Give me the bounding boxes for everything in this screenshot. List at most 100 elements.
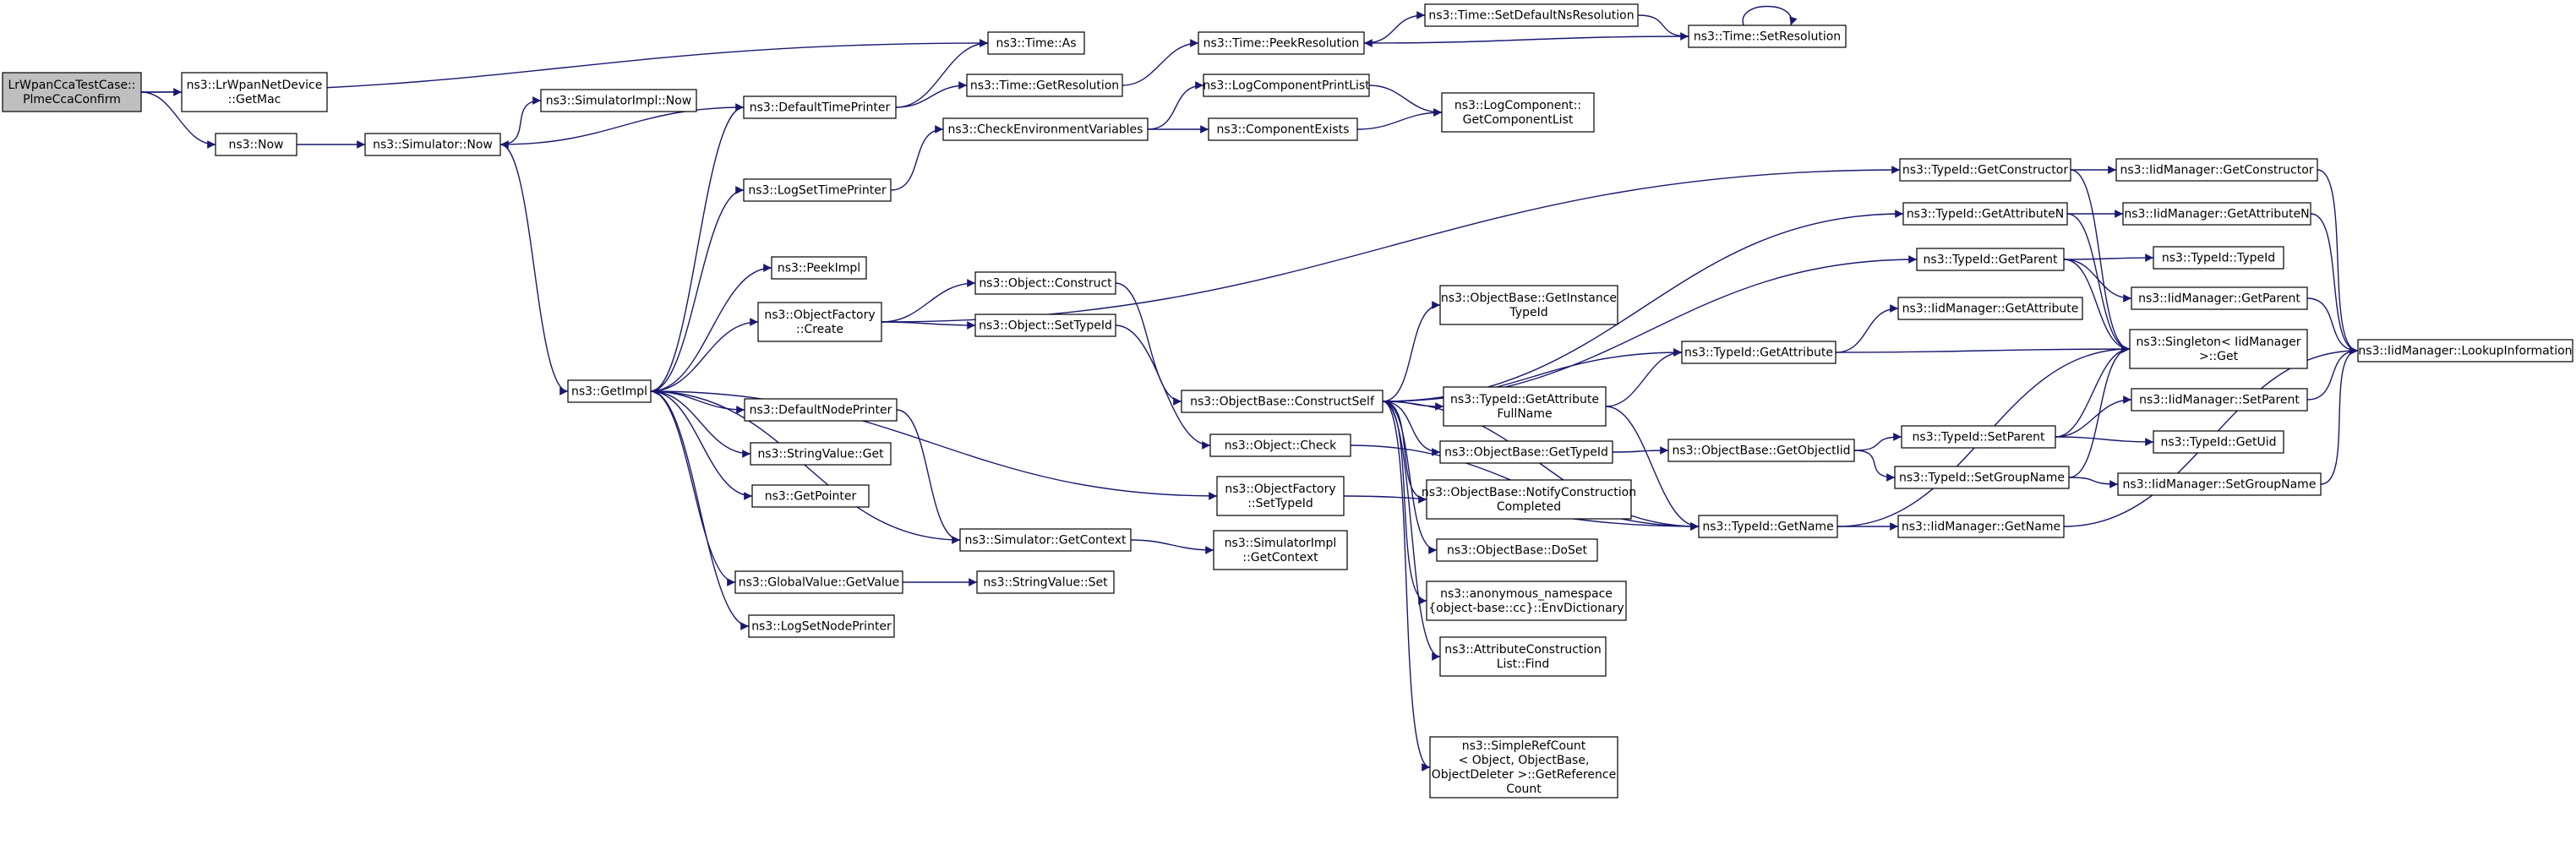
node-simplerefcount[interactable]: ns3::SimpleRefCount< Object, ObjectBase,… bbox=[1429, 736, 1618, 799]
node-objfactorysettypeid[interactable]: ns3::ObjectFactory::SetTypeId bbox=[1216, 476, 1345, 516]
node-tidgetconstructor[interactable]: ns3::TypeId::GetConstructor bbox=[1899, 158, 2071, 182]
node-box bbox=[1897, 515, 2065, 538]
node-label: ns3::ComponentExists bbox=[1217, 123, 1350, 137]
node-label: GetComponentList bbox=[1463, 113, 1574, 127]
node-tidsetgroupname[interactable]: ns3::TypeId::SetGroupName bbox=[1894, 466, 2070, 489]
edge-objfactorycreate-to-tidgetconstructor bbox=[881, 166, 1901, 323]
node-iidgetconstructor[interactable]: ns3::IidManager::GetConstructor bbox=[2115, 158, 2318, 182]
edge-defaulttimeprinter-to-getresolution bbox=[895, 81, 968, 108]
edge-constructself-to-obgettypeid bbox=[1382, 401, 1441, 456]
node-tidgetuid[interactable]: ns3::TypeId::GetUid bbox=[2153, 430, 2284, 454]
node-objsettypeid[interactable]: ns3::Object::SetTypeId bbox=[974, 314, 1116, 337]
node-setdefaultns[interactable]: ns3::Time::SetDefaultNsResolution bbox=[1424, 3, 1639, 27]
node-stringvalueset[interactable]: ns3::StringValue::Set bbox=[976, 570, 1115, 594]
node-now[interactable]: ns3::Now bbox=[215, 133, 297, 156]
node-label: ns3::Time::SetResolution bbox=[1694, 30, 1841, 44]
node-envdictionary[interactable]: ns3::anonymous_namespace{object-base::cc… bbox=[1426, 581, 1627, 621]
node-logsettimeprinter[interactable]: ns3::LogSetTimePrinter bbox=[743, 178, 892, 202]
node-objconstruct[interactable]: ns3::Object::Construct bbox=[974, 271, 1116, 295]
node-simnow[interactable]: ns3::Simulator::Now bbox=[364, 133, 501, 156]
node-box bbox=[2153, 246, 2284, 270]
edge-getimpl-to-stringvalueget bbox=[650, 390, 751, 458]
node-objfactorycreate[interactable]: ns3::ObjectFactory::Create bbox=[757, 302, 882, 342]
node-box bbox=[744, 398, 898, 422]
node-box bbox=[1209, 433, 1351, 457]
edge-tidgetparent-to-iidgetparent bbox=[2063, 259, 2132, 303]
node-logcompprintlist[interactable]: ns3::LogComponentPrintList bbox=[1203, 74, 1370, 97]
node-box bbox=[1667, 439, 1855, 462]
edge-tidgetattributen-to-singletonget bbox=[2066, 213, 2131, 353]
node-iidgetattributen[interactable]: ns3::IidManager::GetAttributeN bbox=[2122, 202, 2311, 226]
node-singletonget[interactable]: ns3::Singleton< IidManager >::Get bbox=[2129, 329, 2308, 369]
node-getpointer[interactable]: ns3::GetPointer bbox=[751, 484, 870, 508]
node-tidgetname[interactable]: ns3::TypeId::GetName bbox=[1698, 515, 1838, 538]
node-box bbox=[1426, 581, 1627, 621]
node-objcheck[interactable]: ns3::Object::Check bbox=[1209, 433, 1351, 457]
edge-constructself-to-notifyconstruction bbox=[1382, 401, 1427, 504]
node-simimplgetcontext[interactable]: ns3::SimulatorImpl::GetContext bbox=[1213, 530, 1348, 570]
edge-getimpl-to-defaulttimeprinter bbox=[650, 103, 745, 392]
node-iidsetparent[interactable]: ns3::IidManager::SetParent bbox=[2131, 388, 2308, 412]
edge-simnow-to-getimpl bbox=[499, 144, 569, 395]
node-label: ns3::LrWpanNetDevice bbox=[187, 79, 323, 92]
edge-objsettypeid-to-objcheck bbox=[1115, 324, 1211, 450]
node-timeas[interactable]: ns3::Time::As bbox=[987, 31, 1085, 55]
node-defaultnodeprinter[interactable]: ns3::DefaultNodePrinter bbox=[744, 398, 898, 422]
node-setresolution[interactable]: ns3::Time::SetResolution bbox=[1688, 25, 1847, 48]
node-getcomponentlist[interactable]: ns3::LogComponent::GetComponentList bbox=[1441, 92, 1595, 133]
node-simimplnow[interactable]: ns3::SimulatorImpl::Now bbox=[540, 89, 697, 112]
node-box bbox=[771, 256, 867, 280]
node-getobjectiid[interactable]: ns3::ObjectBase::GetObjectIid bbox=[1667, 439, 1855, 462]
edge-defaultnodeprinter-to-simgetcontext bbox=[896, 409, 961, 544]
node-checkenv[interactable]: ns3::CheckEnvironmentVariables bbox=[942, 117, 1149, 141]
node-tidgetparent[interactable]: ns3::TypeId::GetParent bbox=[1916, 248, 2065, 271]
node-label: ns3::Time::GetResolution bbox=[970, 79, 1119, 93]
node-iidgetname[interactable]: ns3::IidManager::GetName bbox=[1897, 515, 2065, 538]
node-iidsetgroupname[interactable]: ns3::IidManager::SetGroupName bbox=[2117, 472, 2322, 496]
node-label: ns3::ObjectBase::GetInstance bbox=[1441, 292, 1617, 305]
node-logsetnodeprinter[interactable]: ns3::LogSetNodePrinter bbox=[748, 614, 895, 638]
node-label: ns3::TypeId::TypeId bbox=[2162, 252, 2275, 265]
node-obgettypeid[interactable]: ns3::ObjectBase::GetTypeId bbox=[1439, 440, 1613, 464]
node-getresolution[interactable]: ns3::Time::GetResolution bbox=[966, 74, 1123, 97]
node-globalvalueget[interactable]: ns3::GlobalValue::GetValue bbox=[734, 570, 903, 594]
node-label: ns3::Simulator::Now bbox=[373, 139, 493, 152]
edge-getattrfullname-to-tidgetname bbox=[1605, 406, 1700, 531]
node-simgetcontext[interactable]: ns3::Simulator::GetContext bbox=[959, 528, 1132, 552]
node-tidgetattributen[interactable]: ns3::TypeId::GetAttributeN bbox=[1902, 202, 2068, 226]
edge-checkenv-to-logcompprintlist bbox=[1147, 81, 1204, 130]
node-doset[interactable]: ns3::ObjectBase::DoSet bbox=[1436, 538, 1598, 562]
node-stringvalueget[interactable]: ns3::StringValue::Get bbox=[750, 442, 892, 466]
node-label: ns3::Singleton< IidManager bbox=[2137, 335, 2301, 349]
node-lookupinformation[interactable]: ns3::IidManager::LookupInformation bbox=[2357, 339, 2573, 363]
edge-getimpl-to-objfactorycreate bbox=[650, 318, 759, 392]
edge-tidsetparent-to-tidgetuid bbox=[2055, 436, 2154, 446]
node-label: ns3::ObjectBase::ConstructSelf bbox=[1190, 395, 1375, 409]
node-box bbox=[1902, 202, 2068, 226]
node-label: ns3::Object::SetTypeId bbox=[979, 319, 1112, 333]
node-getmac[interactable]: ns3::LrWpanNetDevice::GetMac bbox=[181, 72, 328, 112]
node-getimpl[interactable]: ns3::GetImpl bbox=[567, 379, 652, 403]
node-label: Count bbox=[1506, 782, 1542, 796]
node-tidtypeid[interactable]: ns3::TypeId::TypeId bbox=[2153, 246, 2284, 270]
node-constructself[interactable]: ns3::ObjectBase::ConstructSelf bbox=[1181, 390, 1384, 413]
edges-layer bbox=[140, 5, 2359, 771]
node-iidgetattribute[interactable]: ns3::IidManager::GetAttribute bbox=[1897, 297, 2083, 320]
node-tidgetattribute[interactable]: ns3::TypeId::GetAttribute bbox=[1681, 341, 1836, 364]
node-box bbox=[2153, 430, 2284, 454]
node-label: ns3::DefaultNodePrinter bbox=[750, 404, 892, 417]
node-defaulttimeprinter[interactable]: ns3::DefaultTimePrinter bbox=[743, 95, 897, 119]
node-tidsetparent[interactable]: ns3::TypeId::SetParent bbox=[1901, 425, 2056, 449]
node-iidgetparent[interactable]: ns3::IidManager::GetParent bbox=[2131, 286, 2308, 310]
node-peekresolution[interactable]: ns3::Time::PeekResolution bbox=[1198, 31, 1365, 55]
node-root[interactable]: LrWpanCcaTestCase::PlmeCcaConfirm bbox=[2, 72, 142, 112]
node-compexists[interactable]: ns3::ComponentExists bbox=[1208, 117, 1358, 141]
node-peekimpl[interactable]: ns3::PeekImpl bbox=[771, 256, 867, 280]
node-label: ns3::IidManager::LookupInformation bbox=[2358, 345, 2572, 358]
edge-compexists-to-getcomponentlist bbox=[1356, 108, 1443, 130]
node-box bbox=[1681, 341, 1836, 364]
node-notifyconstruction[interactable]: ns3::ObjectBase::NotifyConstructionCompl… bbox=[1422, 479, 1636, 520]
